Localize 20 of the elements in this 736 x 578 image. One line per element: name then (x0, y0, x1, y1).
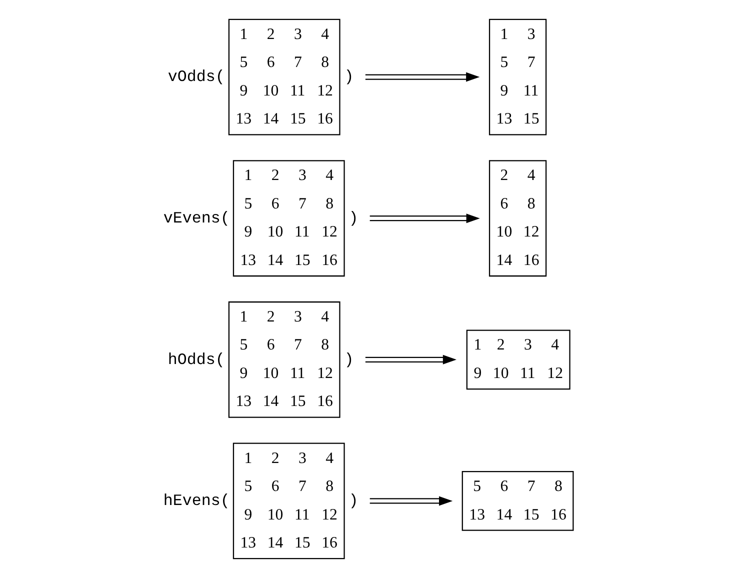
node-label: ) (344, 350, 354, 369)
node-label: vEvens( (163, 210, 230, 228)
arrow (370, 214, 480, 224)
arrow (365, 72, 480, 82)
arrow (365, 354, 456, 364)
node-label: ) (348, 492, 358, 510)
node-label: hOdds( (168, 350, 225, 369)
node-box: 2 4 6 8 10 12 14 16 (488, 160, 547, 277)
node-box: 1 2 3 4 5 6 7 8 9 10 11 12 13 14 15 16 (232, 442, 345, 560)
arrow (370, 496, 453, 506)
node-label: vOdds( (168, 68, 225, 86)
node-label: hEvens( (163, 492, 230, 510)
node-box: 1 2 3 4 5 6 7 8 9 10 11 12 13 14 15 16 (228, 301, 340, 418)
node-box: 1 2 3 4 5 6 7 8 9 10 11 12 13 14 15 16 (232, 160, 345, 277)
node-box: 1 2 3 4 5 6 7 8 9 10 11 12 13 14 15 16 (228, 18, 340, 136)
node-box: 5 6 7 8 13 14 15 16 (462, 471, 574, 531)
node-label: ) (344, 68, 354, 86)
node-label: ) (348, 210, 358, 228)
node-box: 1 3 5 7 9 11 13 15 (488, 18, 547, 136)
node-box: 1 2 3 4 9 10 11 12 (466, 330, 570, 390)
